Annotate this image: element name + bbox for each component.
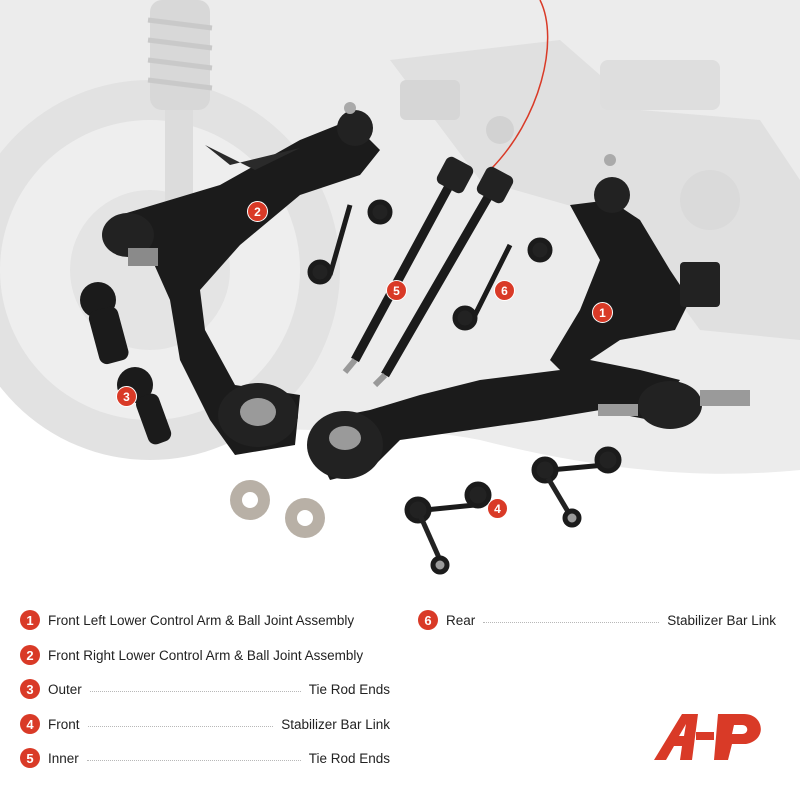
- legend-label-left: Front Left Lower Control Arm & Ball Join…: [48, 612, 355, 628]
- legend-label-right: Stabilizer Bar Link: [281, 716, 390, 732]
- legend-item-1: 1 Front Left Lower Control Arm & Ball Jo…: [20, 608, 390, 632]
- legend-label-left: Front Right Lower Control Arm & Ball Joi…: [48, 647, 364, 663]
- legend-badge: 6: [418, 610, 438, 630]
- callout-badge-4: 4: [487, 498, 508, 519]
- inner-tie-rods: [342, 156, 514, 388]
- legend-item-4: 4 Front Stabilizer Bar Link: [20, 712, 390, 736]
- callout-badge-2: 2: [247, 201, 268, 222]
- legend-badge: 2: [20, 645, 40, 665]
- legend-label-left: Inner: [48, 750, 79, 766]
- legend-badge: 5: [20, 748, 40, 768]
- legend-badge: 4: [20, 714, 40, 734]
- front-left-control-arm: [307, 154, 750, 480]
- legend-badge: 3: [20, 679, 40, 699]
- legend-item-3: 3 Outer Tie Rod Ends: [20, 677, 390, 701]
- legend-label-right: Stabilizer Bar Link: [667, 612, 776, 628]
- stabilizer-links-upper: [307, 199, 553, 331]
- product-photo: [0, 0, 800, 575]
- a-premium-logo-icon: [654, 714, 761, 760]
- legend-badge: 1: [20, 610, 40, 630]
- leader-dots: [483, 621, 660, 623]
- legend-item-5: 5 Inner Tie Rod Ends: [20, 746, 390, 770]
- callout-badge-1: 1: [592, 302, 613, 323]
- legend-label-left: Front: [48, 716, 80, 732]
- legend-label-left: Outer: [48, 681, 82, 697]
- leader-dots: [86, 759, 301, 761]
- legend-item-6: 6 Rear Stabilizer Bar Link: [418, 608, 776, 632]
- leader-dots: [89, 690, 301, 692]
- legend-label-right: Tie Rod Ends: [308, 750, 390, 766]
- legend-label-right: Tie Rod Ends: [308, 681, 390, 697]
- callout-badge-6: 6: [494, 280, 515, 301]
- stabilizer-links-lower: [404, 446, 622, 575]
- washers: [230, 480, 325, 538]
- callout-badge-5: 5: [386, 280, 407, 301]
- leader-dots: [87, 725, 274, 727]
- legend-label-left: Rear: [446, 612, 476, 628]
- legend-item-2: 2 Front Right Lower Control Arm & Ball J…: [20, 643, 395, 667]
- front-right-control-arm: [102, 102, 380, 455]
- callout-badge-3: 3: [116, 386, 137, 407]
